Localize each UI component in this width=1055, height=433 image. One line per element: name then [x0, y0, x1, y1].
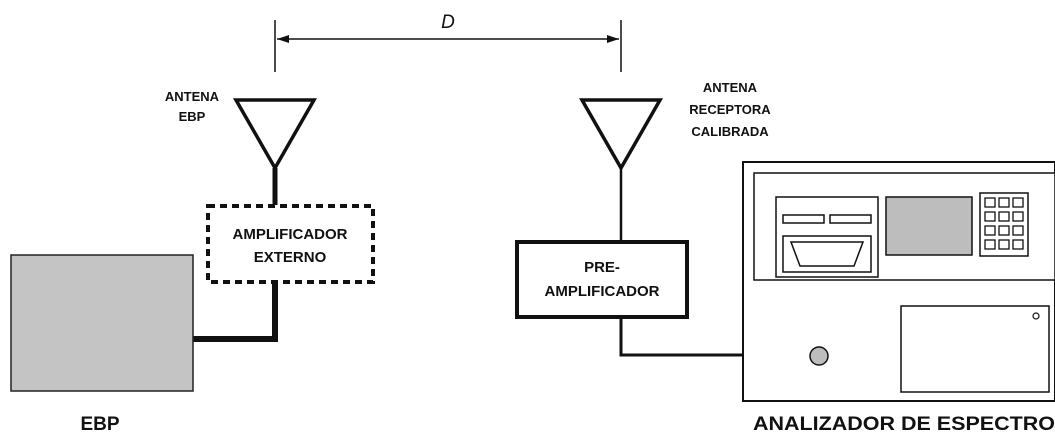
distance-label: D: [441, 12, 455, 33]
preamplifier: PRE- AMPLIFICADOR: [515, 240, 689, 319]
keypad-key: [984, 197, 996, 208]
ebp-label: EBP: [80, 414, 119, 433]
external-amplifier-label-line2: EXTERNO: [254, 249, 327, 266]
keypad-key: [984, 211, 996, 222]
external-amplifier-label-line1: AMPLIFICADOR: [233, 226, 348, 243]
analyzer-screen: [885, 196, 973, 256]
spectrum-analyzer: ANALIZADOR DE ESPECTRO: [742, 161, 1055, 433]
analyzer-slot-left: [782, 214, 825, 224]
distance-arrowhead-left: [277, 35, 289, 43]
keypad-key: [1012, 225, 1024, 236]
distance-indicator: D: [274, 12, 622, 72]
ebp-antenna-label-line2: EBP: [179, 109, 206, 124]
distance-arrowhead-right: [607, 35, 619, 43]
external-amplifier: AMPLIFICADOR EXTERNO: [206, 204, 375, 284]
receive-antenna-label-line1: ANTENA: [703, 80, 758, 95]
analyzer-label: ANALIZADOR DE ESPECTRO: [753, 414, 1055, 433]
keypad-key: [998, 197, 1010, 208]
preamplifier-label-line1: PRE-: [584, 259, 620, 276]
ebp-unit: EBP: [10, 254, 194, 433]
analyzer-knob: [809, 346, 829, 366]
receive-antenna-label-line3: CALIBRADA: [691, 124, 769, 139]
keypad-key: [1012, 211, 1024, 222]
analyzer-slot-right: [829, 214, 872, 224]
analyzer-lower-panel: [900, 305, 1050, 393]
receive-antenna-icon: [578, 98, 664, 172]
receive-antenna: ANTENA RECEPTORA CALIBRADA: [578, 80, 771, 242]
preamplifier-box: [515, 240, 689, 319]
ebp-cable: [193, 282, 278, 342]
ebp-antenna-icon: [232, 98, 318, 172]
keypad-key: [1012, 239, 1024, 250]
receive-antenna-label-line2: RECEPTORA: [689, 102, 771, 117]
keypad-key: [1012, 197, 1024, 208]
keypad-key: [998, 211, 1010, 222]
ebp-antenna-label-line1: ANTENA: [165, 89, 220, 104]
analyzer-bay-bevel: [789, 241, 865, 267]
keypad-keys: [984, 197, 1024, 250]
analyzer-cable: [619, 317, 743, 357]
ebp-antenna: ANTENA EBP: [165, 89, 318, 205]
preamplifier-label-line2: AMPLIFICADOR: [545, 283, 660, 300]
keypad-key: [998, 239, 1010, 250]
keypad-key: [984, 239, 996, 250]
keypad-key: [998, 225, 1010, 236]
ebp-box: [10, 254, 194, 392]
external-amplifier-box: [206, 204, 375, 284]
analyzer-panel-indicator: [1032, 312, 1040, 320]
keypad-key: [984, 225, 996, 236]
